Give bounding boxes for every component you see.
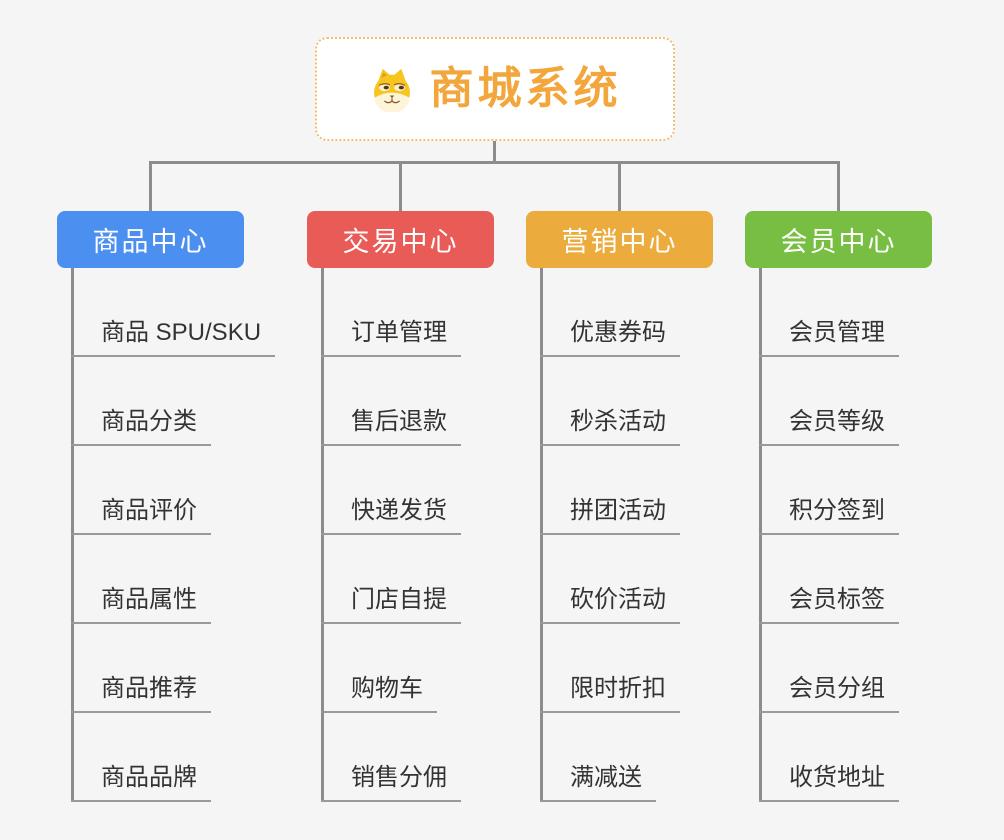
- child-topic[interactable]: 订单管理: [321, 317, 461, 357]
- child-topic[interactable]: 商品分类: [71, 406, 211, 446]
- branch-trunk-line: [540, 268, 543, 802]
- child-topic[interactable]: 砍价活动: [540, 584, 680, 624]
- branch-trunk-line: [321, 268, 324, 802]
- connector-drop: [399, 161, 402, 211]
- child-topic[interactable]: 商品 SPU/SKU: [71, 317, 276, 357]
- child-topic[interactable]: 销售分佣: [321, 762, 461, 802]
- branch-product-center: 商品中心 商品 SPU/SKU 商品分类商品评价商品属性商品推荐商品品牌: [57, 211, 297, 802]
- child-topic[interactable]: 积分签到: [759, 495, 899, 535]
- child-topic[interactable]: 门店自提: [321, 584, 461, 624]
- child-topic[interactable]: 会员等级: [759, 406, 899, 446]
- branch-trunk-line: [759, 268, 762, 802]
- connector-root-stub: [493, 141, 496, 162]
- branch-header[interactable]: 交易中心: [307, 211, 494, 268]
- child-topic[interactable]: 收货地址: [759, 762, 899, 802]
- child-topic[interactable]: 拼团活动: [540, 495, 680, 535]
- child-topic[interactable]: 优惠券码: [540, 317, 680, 357]
- child-topic[interactable]: 会员标签: [759, 584, 899, 624]
- root-topic[interactable]: 商城系统: [315, 37, 675, 141]
- child-topic[interactable]: 商品属性: [71, 584, 211, 624]
- child-topic[interactable]: 商品评价: [71, 495, 211, 535]
- child-topic[interactable]: 商品品牌: [71, 762, 211, 802]
- connector-drop: [149, 161, 152, 211]
- branch-header[interactable]: 会员中心: [745, 211, 932, 268]
- branch-marketing-center: 营销中心 优惠券码秒杀活动拼团活动砍价活动限时折扣满减送: [526, 211, 766, 802]
- branch-trunk-line: [71, 268, 74, 802]
- child-topic[interactable]: 会员管理: [759, 317, 899, 357]
- branch-member-center: 会员中心 会员管理会员等级积分签到会员标签会员分组收货地址: [745, 211, 985, 802]
- child-topic[interactable]: 购物车: [321, 673, 437, 713]
- branch-header[interactable]: 营销中心: [526, 211, 713, 268]
- child-topic[interactable]: 会员分组: [759, 673, 899, 713]
- connector-drop: [837, 161, 840, 211]
- child-topic[interactable]: 限时折扣: [540, 673, 680, 713]
- child-topic[interactable]: 售后退款: [321, 406, 461, 446]
- branch-trade-center: 交易中心 订单管理售后退款快递发货门店自提购物车销售分佣: [307, 211, 547, 802]
- child-topic[interactable]: 快递发货: [321, 495, 461, 535]
- child-topic[interactable]: 满减送: [540, 762, 656, 802]
- connector-bus: [149, 161, 840, 164]
- child-topic[interactable]: 秒杀活动: [540, 406, 680, 446]
- shiba-dog-icon: [369, 66, 415, 112]
- branch-header[interactable]: 商品中心: [57, 211, 244, 268]
- root-topic-label: 商城系统: [429, 64, 622, 113]
- child-topic[interactable]: 商品推荐: [71, 673, 211, 713]
- connector-drop: [618, 161, 621, 211]
